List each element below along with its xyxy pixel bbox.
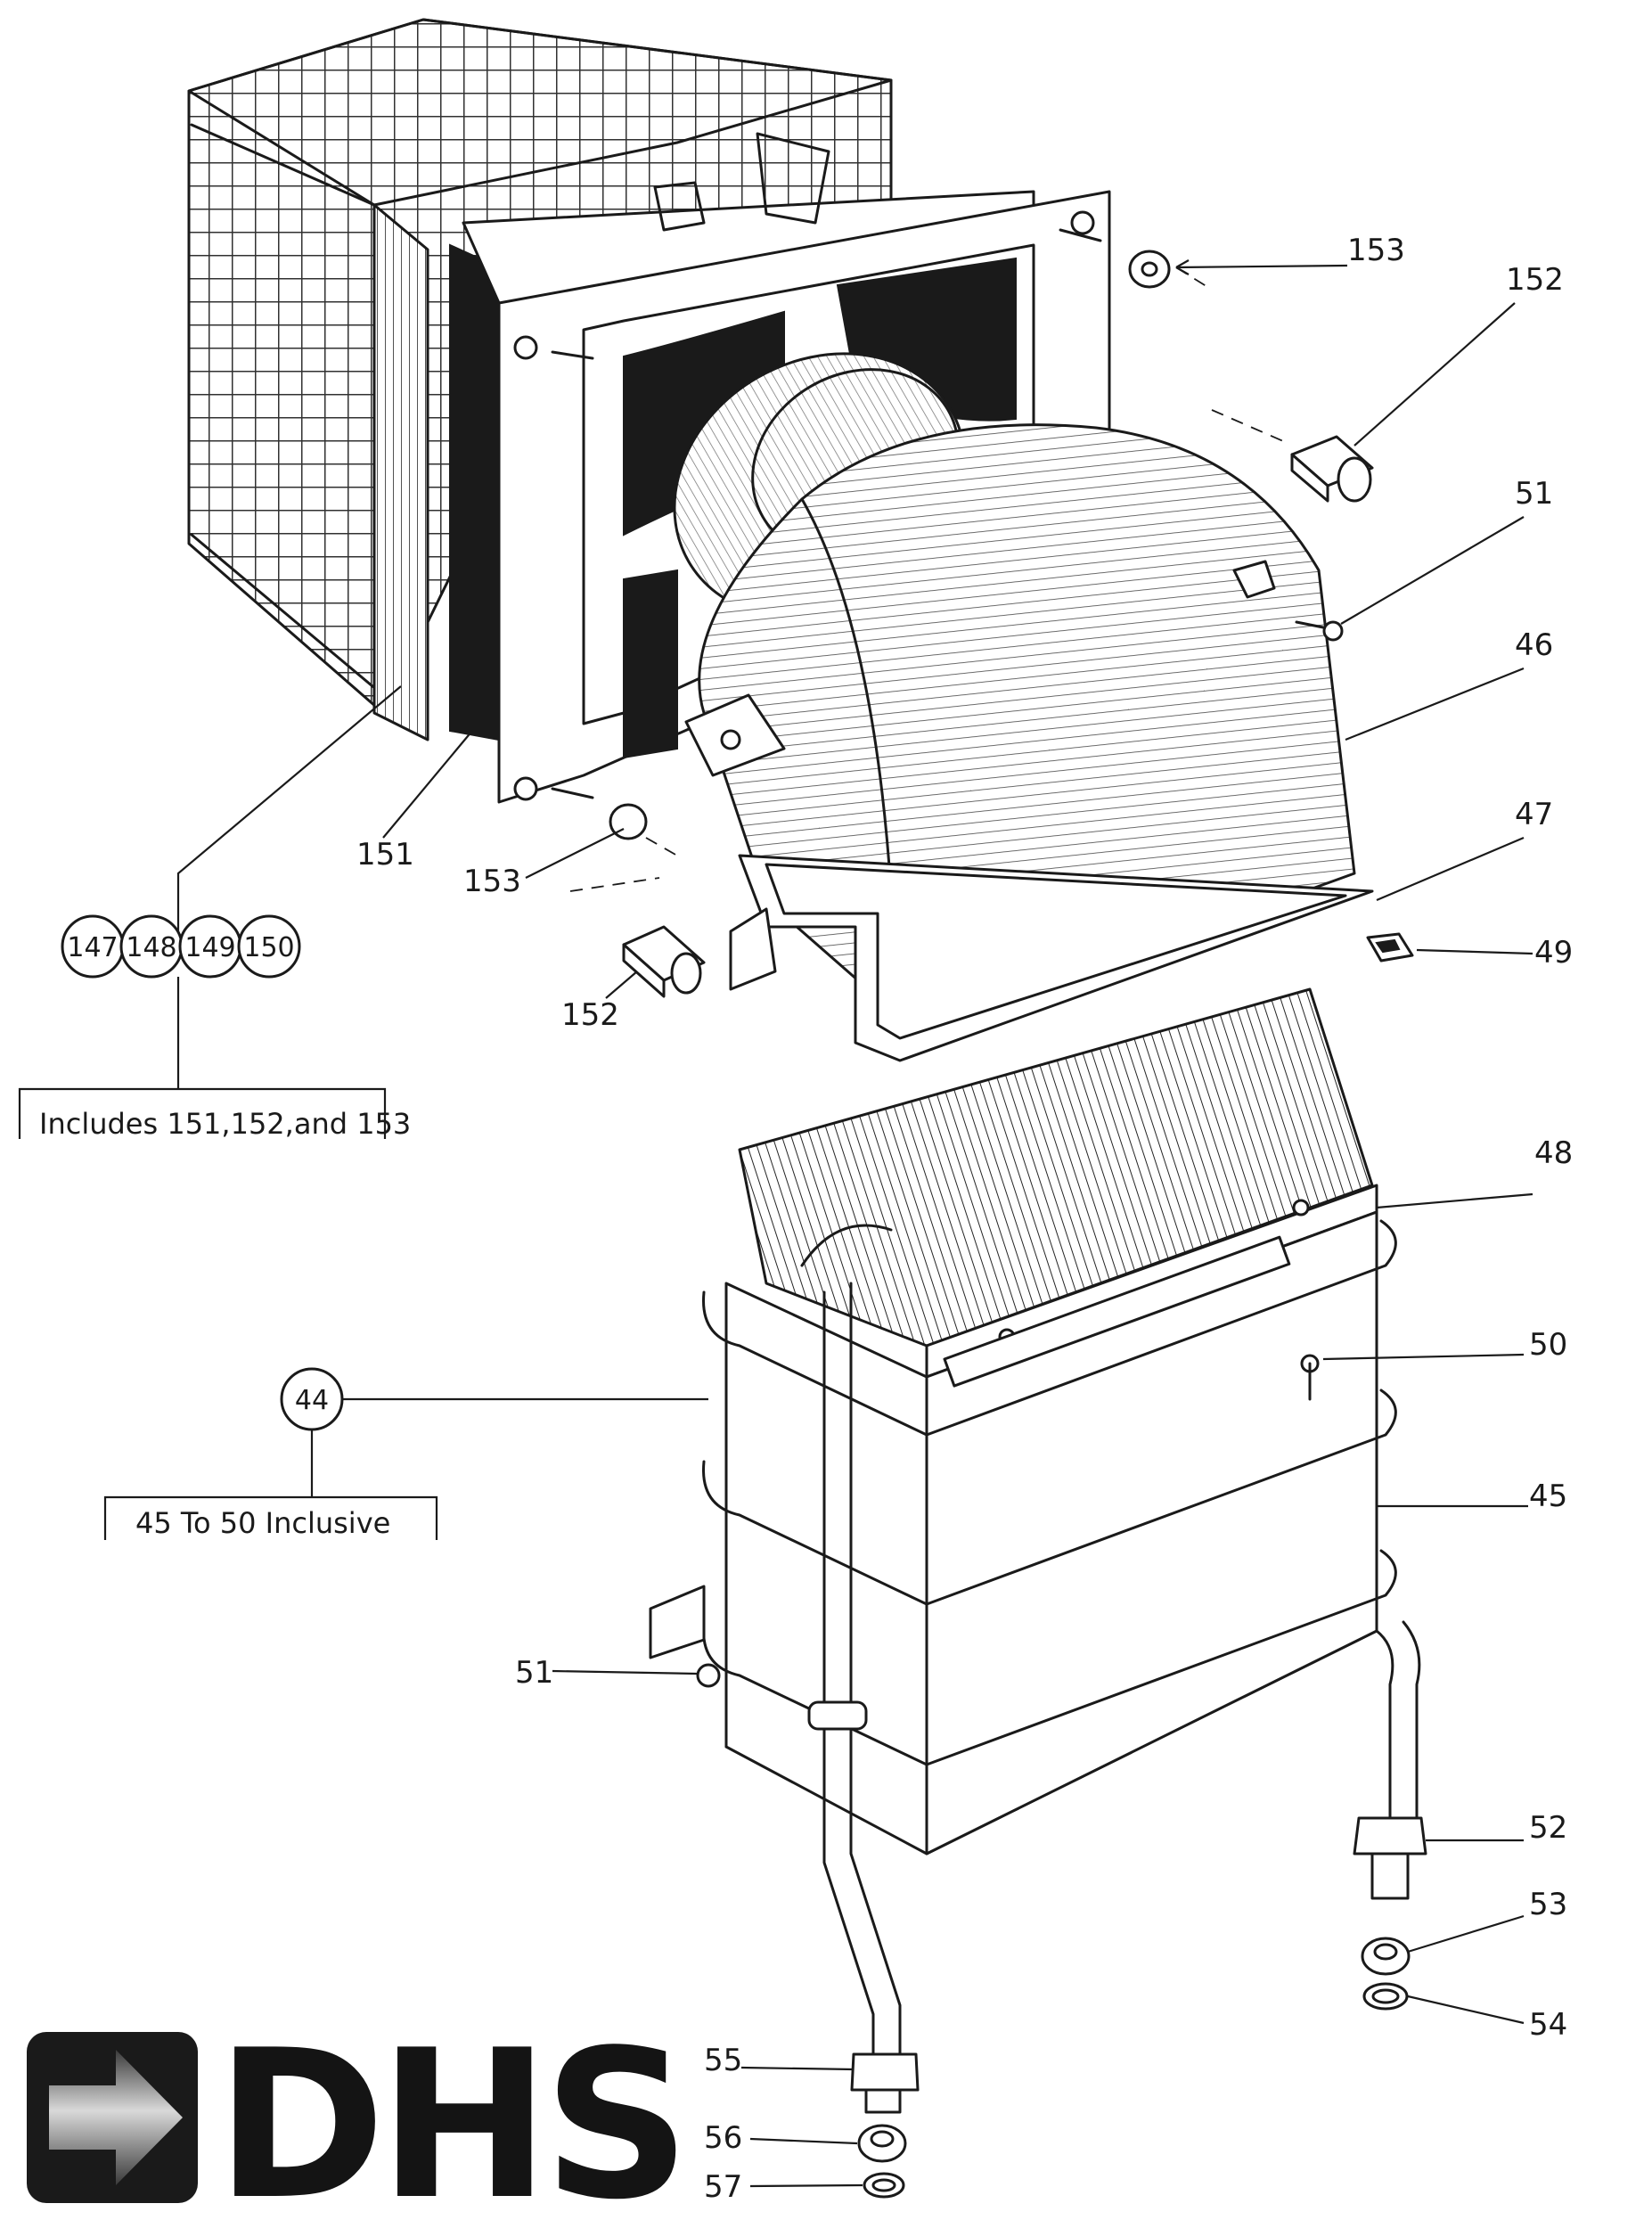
group-number-147: 147 <box>67 932 118 963</box>
union-nut-55 <box>850 2052 920 2114</box>
part-label-55: 55 <box>704 2043 742 2078</box>
part-labels: 153 152 51 46 47 49 151 153 152 48 50 45… <box>356 233 1573 2205</box>
part-label-52: 52 <box>1529 1810 1567 1846</box>
leader-lines <box>176 259 1533 2188</box>
spacer-152-upper <box>1211 409 1374 503</box>
nut-56 <box>857 2124 907 2163</box>
heat-exchanger-body-45 <box>702 1210 1397 1855</box>
part-label-56: 56 <box>704 2120 742 2156</box>
studs <box>551 228 1102 799</box>
clip-49 <box>1366 932 1414 963</box>
union-nut-52 <box>1353 1816 1427 1900</box>
part-label-51-upper: 51 <box>1515 476 1553 512</box>
part-label-49: 49 <box>1534 935 1573 971</box>
logo-text: DHS <box>216 2007 683 2220</box>
screw-51-upper <box>1295 620 1344 642</box>
part-label-152-upper: 152 <box>1506 262 1564 298</box>
part-label-47: 47 <box>1515 797 1553 832</box>
group-number-149: 149 <box>184 932 235 963</box>
part-label-51-lower: 51 <box>515 1655 553 1691</box>
group-note-147-150: Includes 151,152,and 153 <box>39 1107 411 1141</box>
part-label-53: 53 <box>1529 1887 1567 1922</box>
spacer-152-lower <box>622 925 706 998</box>
part-label-54: 54 <box>1529 2007 1567 2043</box>
group-number-44: 44 <box>295 1385 329 1416</box>
part-label-151: 151 <box>356 837 414 872</box>
bracket-51-lower <box>649 1585 721 1688</box>
water-pipe-right <box>1375 1620 1421 1820</box>
water-pipe-left <box>800 1224 902 2069</box>
part-label-153-lower: 153 <box>463 864 521 899</box>
group-note-44: 45 To 50 Inclusive <box>135 1506 390 1540</box>
part-label-46: 46 <box>1515 627 1553 663</box>
flue-duct-body <box>372 190 1035 741</box>
part-label-50: 50 <box>1529 1327 1567 1363</box>
part-label-152-lower: 152 <box>561 997 619 1033</box>
assembly-group-147-150: 147 148 149 150 Includes 151,152,and 153 <box>18 914 411 1141</box>
dhs-logo: DHS <box>27 2007 691 2220</box>
hood-gasket-47 <box>729 854 1374 1062</box>
part-label-45: 45 <box>1529 1479 1567 1514</box>
washer-57 <box>863 2172 905 2199</box>
assembly-group-44: 44 45 To 50 Inclusive <box>103 1367 438 1540</box>
washer-54 <box>1362 1982 1409 2011</box>
logo-arrow-icon <box>49 2050 183 2185</box>
group-number-150: 150 <box>243 932 294 963</box>
part-label-48: 48 <box>1534 1135 1573 1171</box>
part-label-153-upper: 153 <box>1347 233 1405 268</box>
nut-53 <box>1361 1937 1411 1976</box>
group-number-148: 148 <box>126 932 176 963</box>
part-label-57: 57 <box>704 2169 742 2205</box>
washer-153-upper <box>1128 250 1213 291</box>
